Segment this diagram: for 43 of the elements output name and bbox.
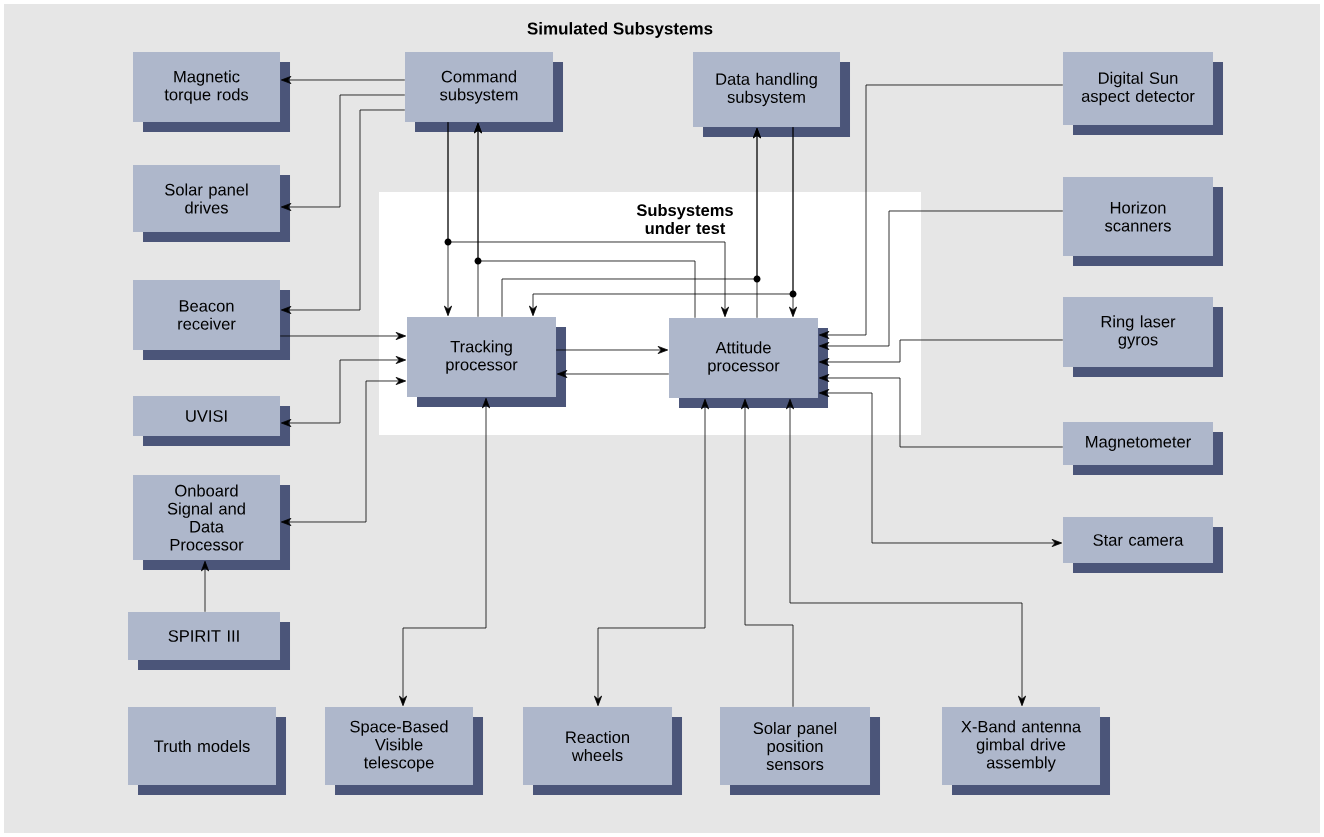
process-box: X-Band antenna gimbal drive assembly: [942, 707, 1110, 795]
arrow: [594, 398, 709, 707]
process-box: SPIRIT III: [128, 612, 290, 670]
process-box: Magnetic torque rods: [133, 52, 290, 132]
arrow: [818, 210, 1064, 350]
arrow: [201, 560, 209, 613]
process-box: Reaction wheels: [523, 707, 682, 795]
arrow: [474, 122, 696, 319]
arrow: [741, 398, 794, 708]
process-box: Command subsystem: [405, 52, 563, 132]
process-box: Ring laser gyros: [1063, 297, 1223, 377]
process-box: Data handling subsystem: [693, 52, 850, 137]
arrow: [280, 94, 406, 211]
arrow: [280, 76, 406, 84]
arrow: [529, 126, 797, 317]
title: Simulated Subsystems: [527, 22, 713, 38]
arrow: [280, 356, 407, 427]
process-box: Tracking processor: [407, 317, 566, 407]
arrow: [818, 84, 1064, 339]
arrow: [280, 109, 406, 314]
process-box: Solar panel position sensors: [720, 707, 880, 795]
process-box: Attitude processor: [669, 318, 828, 408]
process-box: Magnetometer: [1063, 422, 1223, 475]
arrow: [556, 370, 670, 378]
process-box: UVISI: [133, 396, 290, 446]
arrow: [399, 397, 490, 707]
arrow: [818, 374, 1064, 448]
process-box: Horizon scanners: [1063, 177, 1223, 266]
arrow: [555, 346, 669, 354]
process-box: Digital Sun aspect detector: [1063, 52, 1223, 135]
process-box: Beacon receiver: [133, 280, 290, 360]
arrow: [444, 121, 729, 318]
arrow: [280, 377, 407, 526]
process-box: Solar panel drives: [133, 165, 290, 242]
arrow: [818, 389, 1063, 547]
process-box: Space-Based Visible telescope: [325, 707, 483, 795]
process-box: Star camera: [1063, 517, 1223, 573]
arrow: [786, 398, 1026, 707]
arrow: [501, 127, 761, 318]
process-box: Onboard Signal and Data Processor: [133, 475, 290, 570]
process-box: Truth models: [128, 707, 286, 795]
arrow: [279, 332, 407, 340]
arrow: [818, 339, 1064, 366]
